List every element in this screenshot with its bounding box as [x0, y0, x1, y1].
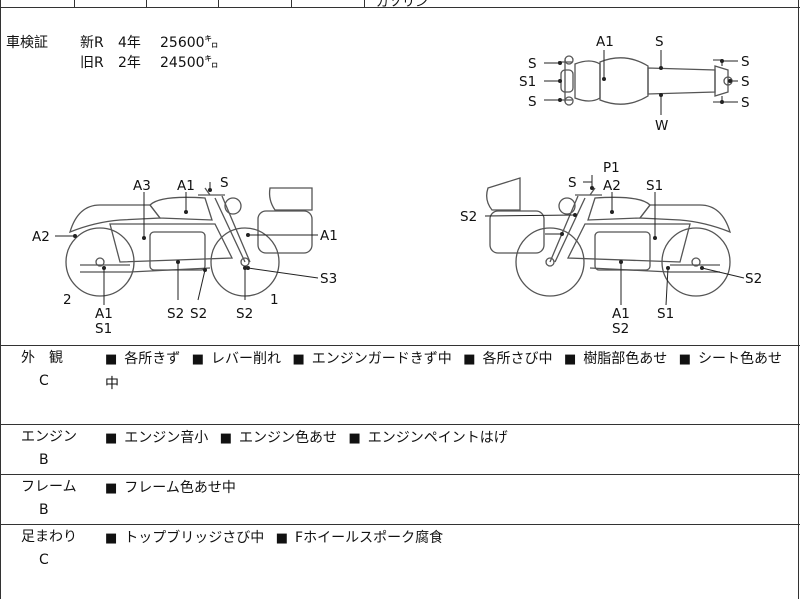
left-view-labels: A3 A1 S A2 A1 S3 2 A1 S1 S2 S2 S2 1 — [32, 175, 338, 337]
right-view-leaders — [484, 175, 745, 306]
mileage-label: 車検証 — [6, 35, 48, 51]
note-item: レバー削れ — [185, 351, 281, 367]
diagram-label: S1 — [519, 74, 536, 90]
section-name: 足まわり — [21, 529, 77, 545]
section-grade: B — [39, 452, 49, 468]
left-view-markers — [73, 188, 250, 272]
diagram-label: S2 — [167, 306, 184, 322]
motorcycle-top-view — [558, 55, 733, 106]
note-item: フレーム色あせ中 — [105, 480, 236, 496]
diagram-label: A1 — [596, 34, 614, 50]
top-view-markers — [558, 59, 732, 104]
diagram-label: S1 — [646, 178, 663, 194]
diagram-label: A1 — [177, 178, 195, 194]
diagram-label: S — [528, 94, 537, 110]
header-cell-divider — [218, 0, 219, 8]
diagram-label: A1 — [320, 228, 338, 244]
mileage-year: 4年 — [118, 35, 141, 51]
section-grade: C — [39, 552, 49, 568]
note-item: トップブリッジさび中 — [105, 530, 264, 546]
diagram-label: A1 — [95, 306, 113, 322]
section-divider — [0, 345, 800, 346]
mileage-value: 25600㌔ — [160, 35, 219, 51]
right-view-markers — [560, 186, 704, 270]
note-item: エンジンペイントはげ — [342, 430, 508, 446]
diagram-label: S — [655, 34, 664, 50]
section-grade: C — [39, 373, 49, 389]
damage-diagram: A1 S S S1 S S S S W — [32, 34, 762, 337]
section-notes: フレーム色あせ中 — [105, 476, 790, 501]
diagram-label: S2 — [236, 306, 253, 322]
section-name: エンジン — [21, 429, 77, 445]
header-cell-divider — [74, 0, 75, 8]
diagram-label: P1 — [603, 160, 620, 176]
section-notes: 各所きず レバー削れ エンジンガードきず中 各所さび中 樹脂部色あせ シート色あ… — [105, 347, 790, 396]
section-grade: B — [39, 502, 49, 518]
diagram-label: S2 — [745, 271, 762, 287]
diagram-label: W — [655, 118, 668, 134]
header-cell-divider — [146, 0, 147, 8]
header-cell-divider — [364, 0, 365, 8]
diagram-label: 2 — [63, 292, 72, 308]
note-item: エンジン音小 — [105, 430, 208, 446]
diagram-label: 1 — [270, 292, 279, 308]
mileage-value: 24500㌔ — [160, 55, 219, 71]
note-item: エンジン色あせ — [213, 430, 337, 446]
motorcycle-left-view — [65, 187, 313, 297]
diagram-label: A1 — [612, 306, 630, 322]
mileage-row: 旧R 2年 24500㌔ — [80, 53, 219, 73]
diagram-label: S — [741, 74, 750, 90]
note-item: Fホイールスポーク腐食 — [269, 530, 443, 546]
section-notes: エンジン音小 エンジン色あせ エンジンペイントはげ — [105, 426, 790, 451]
diagram-label: A2 — [32, 229, 50, 245]
diagram-label: S2 — [460, 209, 477, 225]
left-view-leaders — [55, 182, 319, 305]
motorcycle-right-view — [486, 177, 732, 297]
section-name: 外 観 — [21, 350, 63, 366]
note-item: 各所きず — [105, 351, 180, 367]
diagram-label: S — [528, 56, 537, 72]
note-item: エンジンガードきず中 — [286, 351, 452, 367]
note-item: 各所さび中 — [456, 351, 552, 367]
diagram-label: S2 — [190, 306, 207, 322]
section-divider — [0, 524, 800, 525]
header-fragment: ガソリン — [376, 0, 429, 10]
right-view-labels: P1 S A2 S1 S2 S2 A1 S2 S1 — [460, 160, 762, 337]
diagram-label: S3 — [320, 271, 337, 287]
note-item: 樹脂部色あせ — [557, 351, 667, 367]
diagram-label: S1 — [657, 306, 674, 322]
diagram-label: S — [741, 54, 750, 70]
section-divider — [0, 424, 800, 425]
header-strip: ガソリン — [0, 0, 800, 10]
section-notes: トップブリッジさび中 Fホイールスポーク腐食 — [105, 526, 790, 551]
diagram-label: A3 — [133, 178, 151, 194]
diagram-label: A2 — [603, 178, 621, 194]
mileage-row: 新R 4年 25600㌔ — [80, 33, 219, 53]
diagram-label: S — [741, 95, 750, 111]
mileage-kind: 旧R — [80, 55, 104, 71]
top-view-labels: A1 S S S1 S S S S W — [519, 34, 750, 134]
mileage-kind: 新R — [80, 35, 104, 51]
diagram-label: S2 — [612, 321, 629, 337]
section-name: フレーム — [21, 479, 77, 495]
mileage-year: 2年 — [118, 55, 141, 71]
diagram-label: S1 — [95, 321, 112, 337]
diagram-label: S — [220, 175, 229, 191]
header-cell-divider — [291, 0, 292, 8]
diagram-label: S — [568, 175, 577, 191]
section-divider — [0, 474, 800, 475]
